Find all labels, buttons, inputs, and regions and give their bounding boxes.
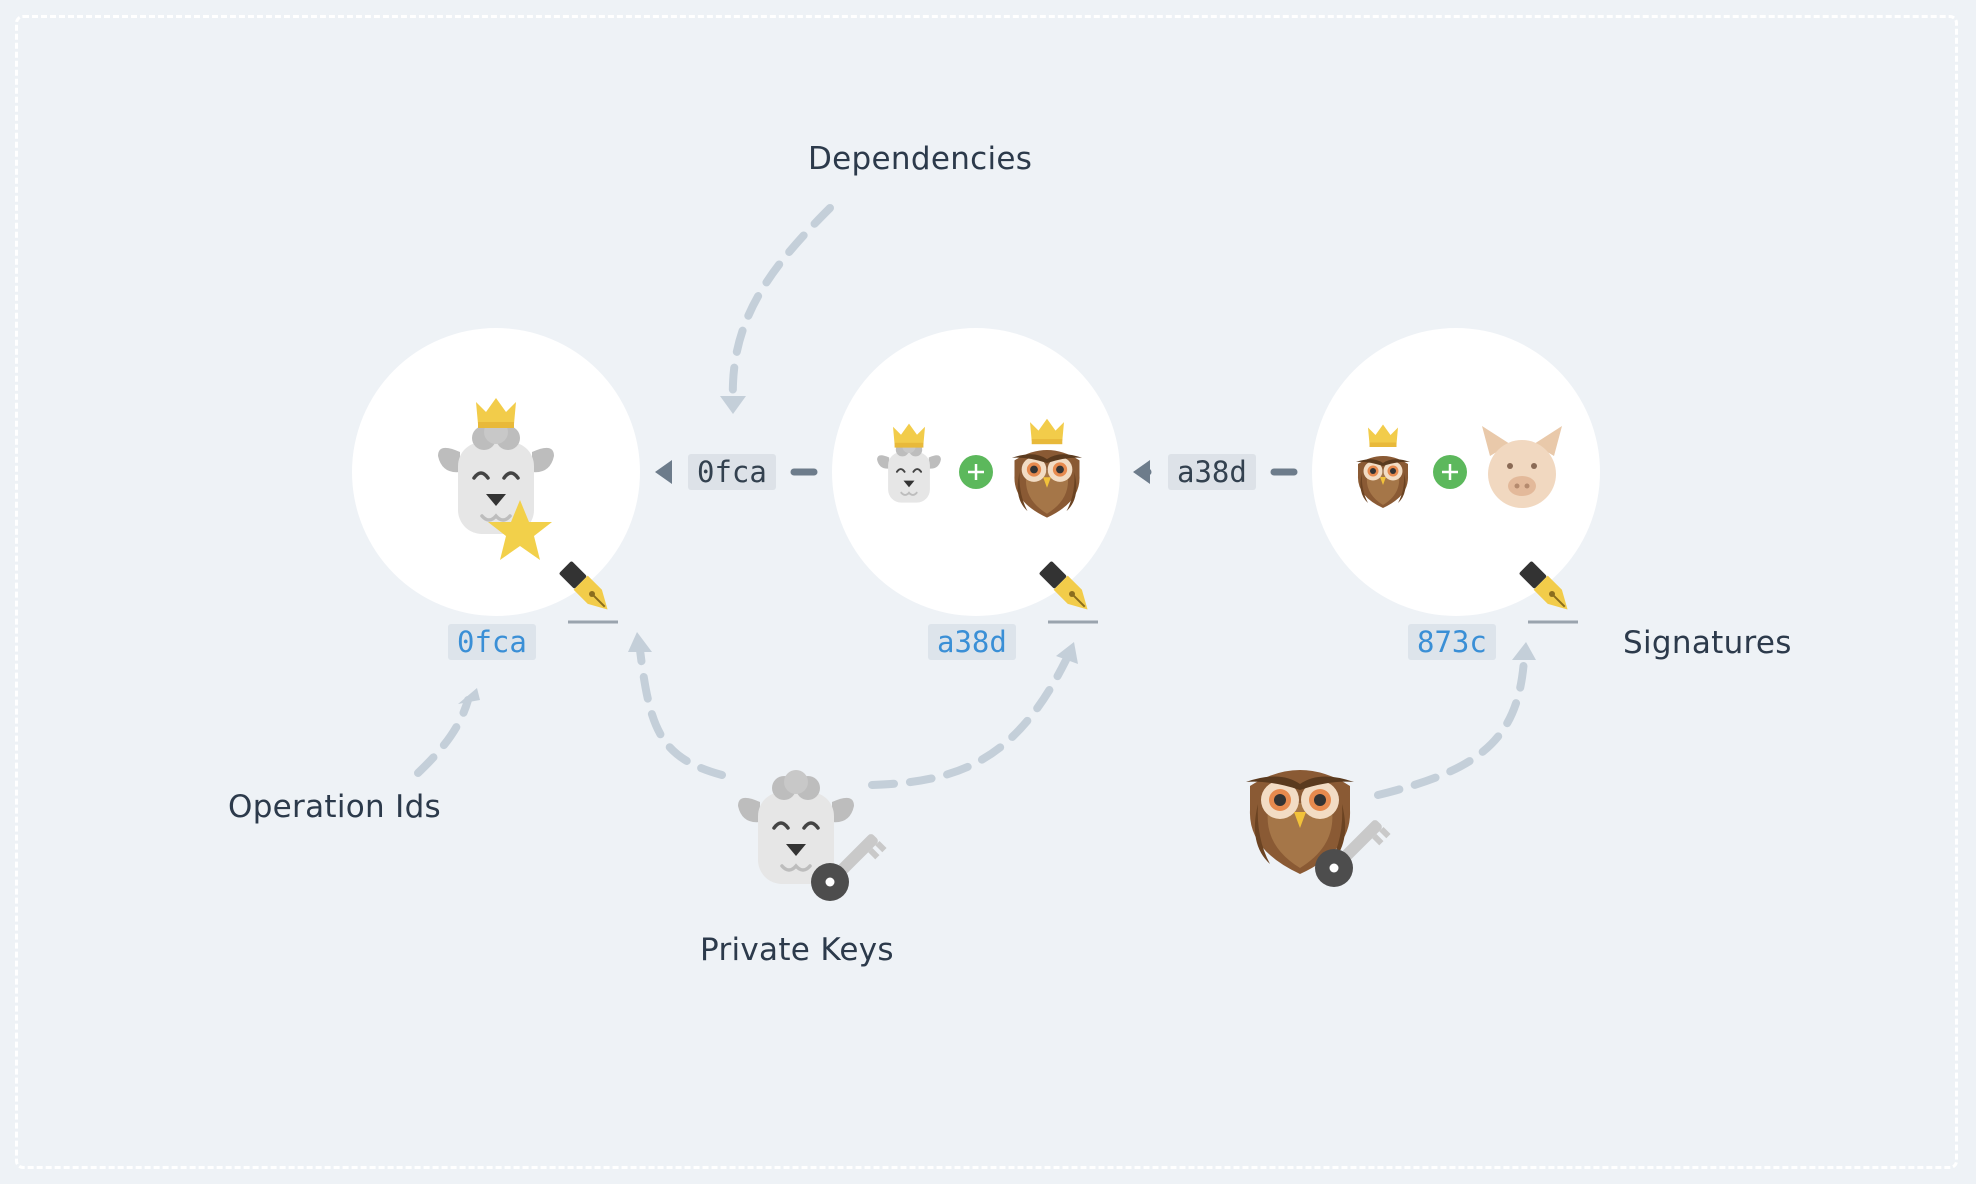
dependency-arrow-a38d — [1133, 460, 1298, 484]
private-keys-pointer-right — [868, 656, 1070, 789]
private-keys-pointer-left — [636, 646, 726, 779]
operation-ids-label: Operation Ids — [228, 789, 441, 825]
plus-icon — [1431, 453, 1469, 491]
dependency-tag: 0fca — [688, 454, 776, 490]
plus-icon — [957, 453, 995, 491]
dependencies-pointer — [728, 204, 834, 404]
private-keys-label: Private Keys — [700, 932, 894, 968]
operation-id: a38d — [928, 624, 1016, 660]
diagram-frame — [15, 15, 1958, 1169]
dependency-tag: a38d — [1168, 454, 1256, 490]
dependency-arrow-0fca — [655, 460, 818, 484]
operation-ids-pointer-head — [458, 688, 480, 704]
signatures-pointer — [1374, 656, 1528, 799]
private-keys-pointer-right-head — [1056, 642, 1078, 664]
signatures-pointer-head — [1512, 642, 1536, 660]
signatures-label: Signatures — [1623, 625, 1792, 661]
star-icon — [488, 500, 552, 560]
operation-ids-pointer — [414, 696, 472, 777]
dependencies-label: Dependencies — [808, 141, 1033, 177]
dependencies-pointer-head — [720, 396, 746, 414]
private-keys-pointer-left-head — [628, 632, 652, 652]
operation-id: 0fca — [448, 624, 536, 660]
operation-id: 873c — [1408, 624, 1496, 660]
